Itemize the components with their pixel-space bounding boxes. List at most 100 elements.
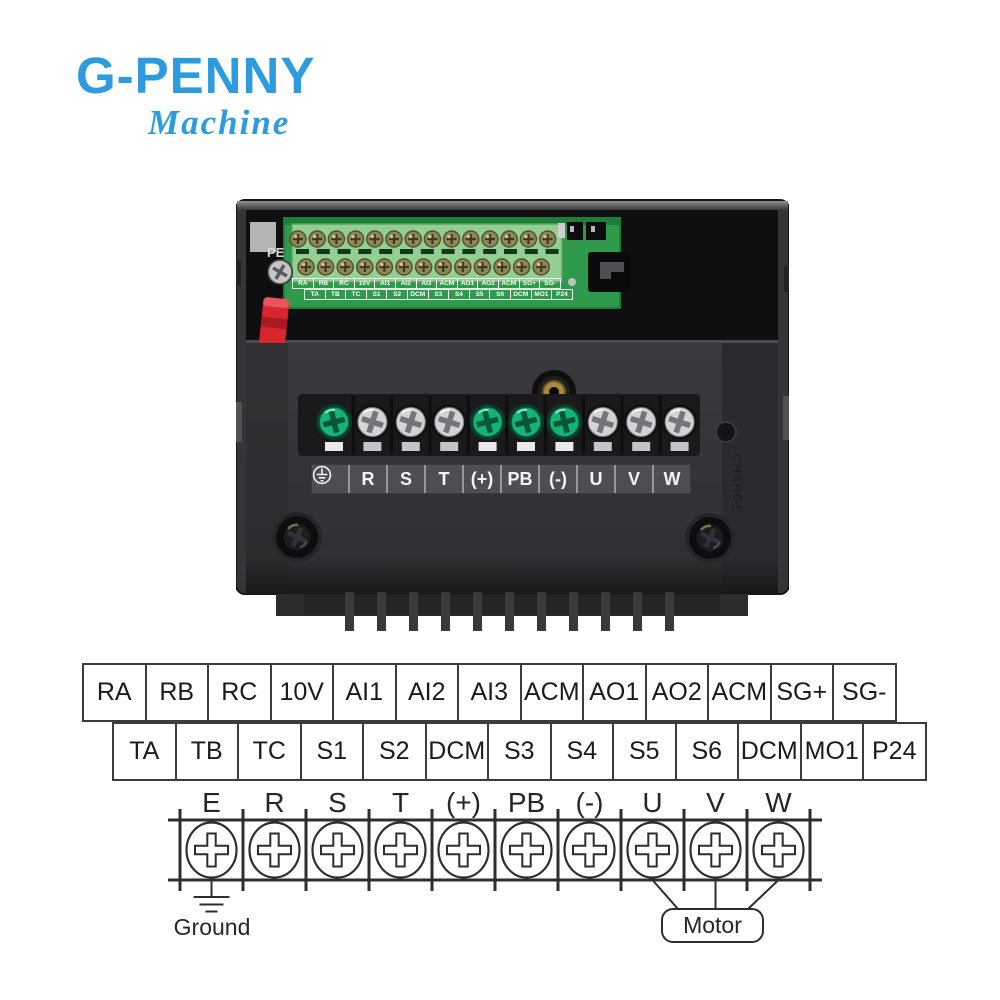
power-band-label: PB — [500, 465, 538, 493]
power-band-label: S — [386, 465, 424, 493]
terminal-cell: S4 — [549, 722, 614, 781]
strip-label-w: W — [765, 787, 792, 818]
terminal-cell: MO1 — [799, 722, 864, 781]
pcb-label-cell: P24 — [551, 289, 573, 300]
charge-marking: CHARGE — [730, 454, 744, 514]
pcb-label-cell: S4 — [448, 289, 470, 300]
power-band-label: U — [576, 465, 614, 493]
earth-ground-icon — [312, 465, 348, 493]
power-band-label: R — [348, 465, 386, 493]
red-crimp-terminal — [258, 297, 290, 351]
pcb-label-cell: DCM — [406, 289, 429, 300]
control-pcb — [283, 217, 621, 309]
terminal-cell: AI2 — [394, 663, 459, 722]
pcb-label-cell: AI1 — [374, 278, 396, 289]
ground-label: Ground — [174, 914, 251, 940]
strip-label-pb: PB — [508, 787, 545, 818]
pcb-label-cell: AO2 — [477, 278, 499, 289]
power-band-label: V — [614, 465, 652, 493]
pcb-label-cell: SG+ — [518, 278, 541, 289]
terminal-cell: S6 — [674, 722, 739, 781]
terminal-cell: P24 — [862, 722, 927, 781]
jumper-header — [558, 222, 606, 240]
strip-label-u: U — [642, 787, 662, 818]
pcb-label-cell: TA — [304, 289, 326, 300]
terminal-cell: DCM — [424, 722, 489, 781]
pcb-label-cell: RB — [312, 278, 335, 289]
terminal-cell: TA — [112, 722, 177, 781]
pcb-label-cell: S2 — [386, 289, 408, 300]
terminal-cell: SG- — [832, 663, 897, 722]
brand-tagline: Machine — [148, 103, 291, 142]
pcb-label-cell: RC — [333, 278, 355, 289]
terminal-cell: AO2 — [644, 663, 709, 722]
terminal-cell: S1 — [299, 722, 364, 781]
strip-labels: E R S T (+) PB (-) U V W — [202, 787, 792, 818]
terminal-cell: AO1 — [582, 663, 647, 722]
terminal-cell: RC — [207, 663, 272, 722]
pcb-label-cell: SG- — [539, 278, 561, 289]
strip-label-r: R — [264, 787, 284, 818]
strip-label-dcminus: (-) — [576, 787, 604, 818]
latch-opening — [588, 252, 630, 292]
terminal-cell: SG+ — [769, 663, 834, 722]
strip-label-v: V — [706, 787, 725, 818]
vfd-terminal-photo: PE — [236, 196, 789, 648]
terminal-cell: 10V — [269, 663, 334, 722]
power-band-label: W — [652, 465, 690, 493]
pcb-label-cell: S5 — [468, 289, 491, 300]
motor-connection — [651, 879, 780, 943]
pcb-label-cell: S3 — [427, 289, 450, 300]
pcb-label-cell: AI2 — [394, 278, 417, 289]
terminal-cell: TB — [174, 722, 239, 781]
strip-label-e: E — [202, 787, 221, 818]
pcb-label-cell: MO1 — [530, 289, 553, 300]
terminal-cell: TC — [237, 722, 302, 781]
strip-label-t: T — [392, 787, 409, 818]
terminal-cell: DCM — [737, 722, 802, 781]
heatsink-fins — [304, 592, 720, 631]
terminal-cell: S3 — [487, 722, 552, 781]
terminal-cell: RB — [144, 663, 209, 722]
housing-screw-right — [685, 513, 735, 563]
terminal-cell: S2 — [362, 722, 427, 781]
power-band-label: (+) — [462, 465, 500, 493]
pe-label: PE — [267, 245, 285, 260]
pcb-slots — [296, 249, 559, 254]
terminal-cell: ACM — [519, 663, 584, 722]
brand-logo: G-PENNY Machine — [76, 50, 315, 140]
pcb-label-cell: 10V — [353, 278, 376, 289]
power-band-label: (-) — [538, 465, 576, 493]
vfd-case-illustration: PE — [236, 199, 789, 631]
strip-label-s: S — [328, 787, 347, 818]
strip-label-dcplus: (+) — [446, 787, 481, 818]
pcb-label-cell: ACM — [497, 278, 520, 289]
power-terminal-strip-diagram: E R S T (+) PB (-) U V W Ground — [160, 784, 840, 989]
terminal-cell: S5 — [612, 722, 677, 781]
brand-name: G-PENNY — [76, 47, 316, 104]
pcb-label-cell: DCM — [509, 289, 532, 300]
strip-frame — [168, 809, 822, 891]
mounting-hole — [715, 421, 737, 443]
pe-screw — [267, 259, 293, 285]
terminal-cell: AI3 — [457, 663, 522, 722]
pcb-label-cell: TC — [345, 289, 367, 300]
housing-screw-left — [272, 512, 322, 562]
terminal-cell: AI1 — [332, 663, 397, 722]
power-terminal-block — [298, 394, 700, 456]
pcb-label-cell: TB — [324, 289, 347, 300]
power-band-label: T — [424, 465, 462, 493]
ground-connection — [193, 880, 230, 913]
terminal-cell: ACM — [707, 663, 772, 722]
pcb-label-cell: AI3 — [415, 278, 438, 289]
pcb-label-cell: AO1 — [456, 278, 479, 289]
motor-label: Motor — [683, 912, 742, 938]
pcb-label-cell: S1 — [365, 289, 388, 300]
terminal-cell: RA — [82, 663, 147, 722]
pcb-label-cell: ACM — [436, 278, 458, 289]
